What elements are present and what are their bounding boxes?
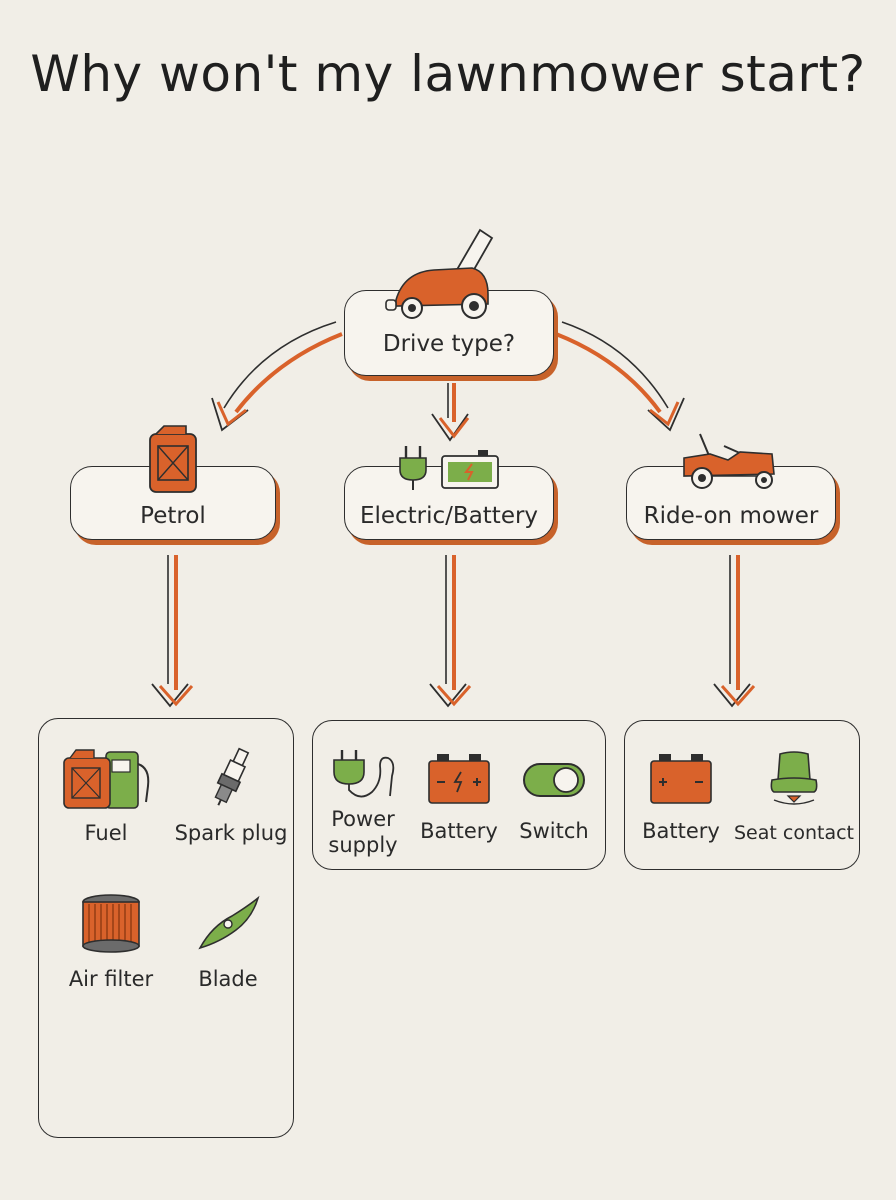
check-seat-contact: Seat contact xyxy=(734,750,854,846)
root-label: Drive type? xyxy=(382,331,516,357)
check-battery-electric: Battery xyxy=(414,752,504,844)
petrol-node: Petrol xyxy=(70,466,276,540)
fuel-canister-icon xyxy=(149,425,197,493)
toggle-switch-icon xyxy=(523,763,585,797)
air-filter-icon xyxy=(82,894,140,953)
check-air-filter: Air filter xyxy=(56,892,166,992)
electric-battery-node: Electric/Battery xyxy=(344,466,554,540)
petrol-label: Petrol xyxy=(140,503,206,529)
check-battery-electric-label: Battery xyxy=(420,819,498,843)
check-fuel: Fuel xyxy=(56,746,156,846)
car-battery-icon xyxy=(428,754,490,804)
electric-checks-panel xyxy=(312,720,606,870)
check-fuel-label: Fuel xyxy=(84,821,128,845)
check-air-filter-label: Air filter xyxy=(68,967,154,991)
blade-icon xyxy=(198,895,260,950)
seat-icon xyxy=(770,751,818,805)
check-switch-label: Switch xyxy=(519,819,589,843)
ride-on-mower-node: Ride-on mower xyxy=(626,466,836,540)
electric-battery-label: Electric/Battery xyxy=(359,503,539,529)
check-spark-plug-label: Spark plug xyxy=(174,821,288,845)
check-seat-contact-label: Seat contact xyxy=(734,822,854,844)
push-lawnmower-icon xyxy=(385,228,494,319)
check-blade-label: Blade xyxy=(198,967,258,991)
check-spark-plug: Spark plug xyxy=(172,746,290,846)
ride-on-mower-label: Ride-on mower xyxy=(643,503,819,529)
ride-on-mower-icon xyxy=(683,433,775,489)
ride-on-checks-panel xyxy=(624,720,860,870)
check-power-supply: Power supply xyxy=(320,746,406,858)
petrol-checks-panel xyxy=(38,718,294,1138)
plug-battery-icon xyxy=(399,446,499,490)
spark-plug-icon xyxy=(214,747,250,806)
check-battery-ride-on: Battery xyxy=(636,752,726,844)
car-battery-icon xyxy=(650,754,712,804)
power-supply-text: Power supply xyxy=(328,807,398,857)
check-power-supply-label: Power supply xyxy=(320,806,406,858)
check-battery-ride-on-label: Battery xyxy=(642,819,720,843)
fuel-pump-canister-icon xyxy=(63,749,150,809)
diagram-title: Why won't my lawnmower start? xyxy=(30,45,866,103)
power-plug-icon xyxy=(333,750,395,798)
check-switch: Switch xyxy=(510,752,598,844)
check-blade: Blade xyxy=(180,892,276,992)
